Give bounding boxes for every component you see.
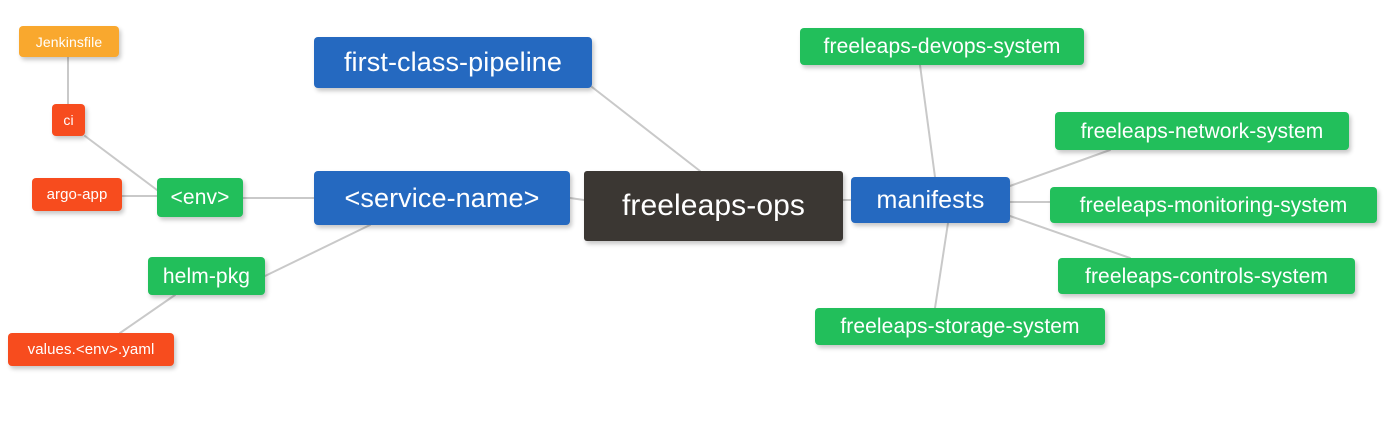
node-label: <env>: [170, 186, 230, 209]
edge-manifests-network: [1009, 149, 1111, 187]
node-label: freeleaps-storage-system: [840, 315, 1080, 338]
node-service_name[interactable]: <service-name>: [314, 171, 570, 225]
node-argo_app[interactable]: argo-app: [32, 178, 122, 211]
node-ci[interactable]: ci: [52, 104, 85, 136]
node-devops_system[interactable]: freeleaps-devops-system: [800, 28, 1084, 65]
edge-manifests-storage: [934, 222, 949, 309]
node-values_yaml[interactable]: values.<env>.yaml: [8, 333, 174, 366]
node-label: freeleaps-monitoring-system: [1079, 193, 1348, 217]
node-first_class[interactable]: first-class-pipeline: [314, 37, 592, 88]
node-label: <service-name>: [344, 182, 540, 213]
node-label: helm-pkg: [162, 264, 251, 288]
node-root[interactable]: freeleaps-ops: [584, 171, 843, 241]
node-label: Jenkinsfile: [35, 33, 103, 50]
node-label: manifests: [876, 185, 985, 214]
node-label: freeleaps-controls-system: [1085, 264, 1328, 288]
edge-service-helm: [264, 224, 371, 277]
node-monitoring_system[interactable]: freeleaps-monitoring-system: [1050, 187, 1377, 223]
edge-helm-values: [119, 294, 176, 334]
node-storage_system[interactable]: freeleaps-storage-system: [815, 308, 1105, 345]
node-helm_pkg[interactable]: helm-pkg: [148, 257, 265, 295]
node-env[interactable]: <env>: [157, 178, 243, 217]
node-label: argo-app: [46, 186, 108, 203]
node-label: freeleaps-ops: [621, 189, 806, 222]
node-controls_system[interactable]: freeleaps-controls-system: [1058, 258, 1355, 294]
node-label: ci: [63, 112, 74, 128]
edge-root-firstclass: [591, 86, 701, 172]
edge-manifests-devops: [919, 64, 936, 178]
node-manifests[interactable]: manifests: [851, 177, 1010, 223]
node-label: first-class-pipeline: [343, 47, 563, 77]
edge-root-service: [569, 197, 585, 201]
node-label: freeleaps-network-system: [1080, 119, 1324, 143]
node-label: freeleaps-devops-system: [823, 35, 1061, 58]
node-network_system[interactable]: freeleaps-network-system: [1055, 112, 1349, 150]
node-jenkinsfile[interactable]: Jenkinsfile: [19, 26, 119, 57]
node-label: values.<env>.yaml: [27, 341, 155, 358]
